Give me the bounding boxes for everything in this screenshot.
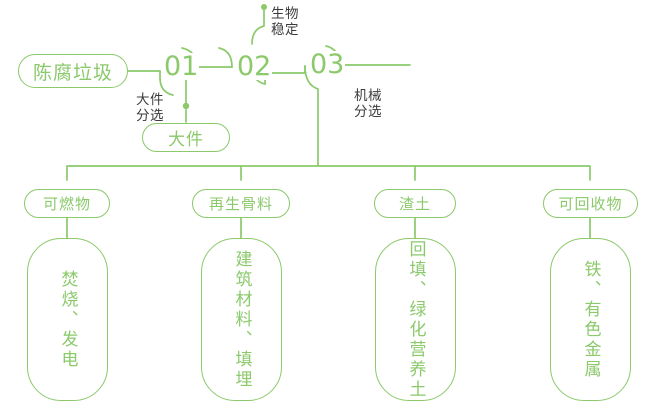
- wire-branch-bus: [66, 165, 591, 181]
- arc-02-topleft: [218, 47, 233, 68]
- caption-02-line2: 稳定: [271, 22, 299, 38]
- use-text-4: 铁、有色金属: [580, 259, 601, 380]
- dot-bulky: [182, 102, 190, 110]
- output-label-1: 可燃物: [42, 195, 91, 213]
- dot-biological: [261, 4, 267, 10]
- use-box-1[interactable]: 焚烧、发电: [27, 238, 108, 401]
- output-pill-4[interactable]: 可回收物: [543, 189, 638, 218]
- output-label-2: 再生骨料: [208, 195, 273, 213]
- use-box-4[interactable]: 铁、有色金属: [550, 238, 631, 401]
- stage-number-02[interactable]: 02: [236, 51, 273, 82]
- use-text-1: 焚烧、发电: [57, 269, 78, 370]
- stage-number-03[interactable]: 03: [309, 49, 346, 80]
- output-pill-2[interactable]: 再生骨料: [192, 189, 290, 218]
- stage-02-text: 02: [237, 51, 272, 82]
- caption-01-line1: 大件: [136, 92, 164, 108]
- caption-stage-03: 机械 分选: [354, 88, 382, 120]
- use-text-2: 建筑材料、填埋: [231, 249, 252, 390]
- caption-03-line2: 分选: [354, 104, 382, 120]
- stage-03-text: 03: [310, 49, 345, 80]
- side-output-pill[interactable]: 大件: [142, 123, 230, 152]
- output-label-3: 渣土: [398, 195, 431, 213]
- source-label: 陈腐垃圾: [32, 61, 113, 84]
- stage-01-text: 01: [164, 51, 199, 82]
- wire-03-down: [304, 65, 319, 166]
- stage-number-01[interactable]: 01: [163, 51, 200, 82]
- side-output-label: 大件: [168, 130, 204, 150]
- output-label-4: 可回收物: [558, 195, 623, 213]
- wire-source-to-01: [125, 70, 161, 79]
- caption-03-line1: 机械: [354, 88, 382, 104]
- output-pill-3[interactable]: 渣土: [374, 189, 456, 218]
- caption-stage-02: 生物 稳定: [271, 6, 299, 38]
- arc-01-bottomleft: [159, 77, 174, 96]
- caption-stage-01: 大件 分选: [136, 92, 164, 124]
- caption-01-line2: 分选: [136, 108, 164, 124]
- source-pill[interactable]: 陈腐垃圾: [18, 54, 128, 88]
- wire-02-up: [251, 7, 265, 45]
- use-text-3: 回填、绿化营养土: [405, 239, 426, 400]
- use-box-3[interactable]: 回填、绿化营养土: [375, 238, 456, 401]
- use-box-2[interactable]: 建筑材料、填埋: [201, 238, 282, 401]
- output-pill-1[interactable]: 可燃物: [24, 189, 110, 218]
- caption-02-line1: 生物: [271, 6, 299, 22]
